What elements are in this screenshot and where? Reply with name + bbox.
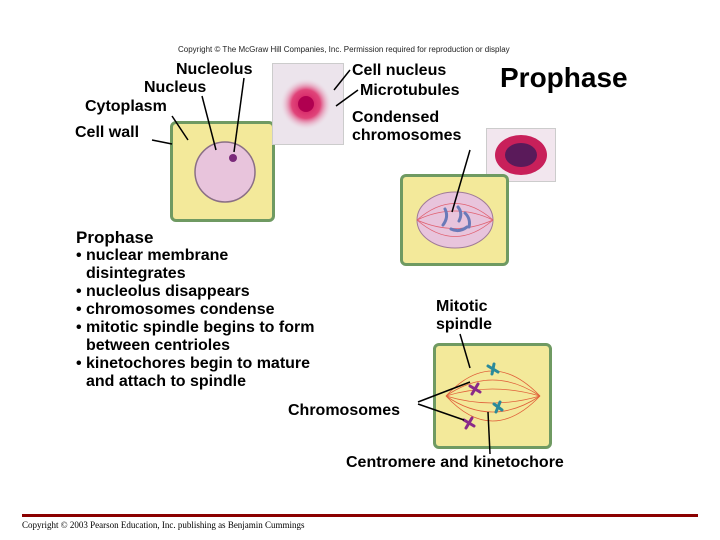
footer-rule xyxy=(22,514,698,517)
micrograph-interphase-image xyxy=(280,78,332,130)
leader-cell-wall xyxy=(151,139,173,145)
label-mitotic: Mitotic xyxy=(436,298,488,315)
summary-heading: Prophase xyxy=(76,228,154,247)
leader-nucleus xyxy=(201,95,217,151)
micrograph-prophase xyxy=(486,128,556,182)
leader-cytoplasm xyxy=(171,115,189,141)
leader-cell-nucleus xyxy=(333,69,351,91)
label-cell-nucleus: Cell nucleus xyxy=(352,62,447,79)
footer-copyright: Copyright © 2003 Pearson Education, Inc.… xyxy=(22,520,305,530)
micrograph-interphase xyxy=(272,63,344,145)
label-cytoplasm: Cytoplasm xyxy=(85,98,167,115)
copyright-notice-top: Copyright © The McGraw Hill Companies, I… xyxy=(178,45,510,54)
summary-item: •chromosomes condense xyxy=(76,301,275,318)
summary-item-continued: and attach to spindle xyxy=(86,373,247,390)
summary-list: •nuclear membrane disintegrates •nucleol… xyxy=(76,247,314,391)
label-centromere-kinetochore: Centromere and kinetochore xyxy=(346,454,564,471)
leader-chromosomes-1 xyxy=(417,381,471,403)
summary-item: •nucleolus disappears xyxy=(76,283,250,300)
micrograph-prophase-image xyxy=(495,135,547,175)
leader-nucleolus xyxy=(233,77,245,153)
summary-item: •nuclear membrane xyxy=(76,247,229,264)
leader-microtubules xyxy=(335,89,359,107)
summary-item-continued: disintegrates xyxy=(86,265,186,282)
nucleus-drawing xyxy=(194,141,256,203)
nucleolus-shape xyxy=(229,154,237,162)
spindle-cell-drawing xyxy=(445,362,541,430)
summary-item: •kinetochores begin to mature xyxy=(76,355,311,372)
nucleus-shape xyxy=(194,141,256,203)
summary-item-continued: between centrioles xyxy=(86,337,231,354)
interphase-cell xyxy=(170,121,275,222)
leader-mitotic-spindle xyxy=(459,333,471,369)
label-chromosomes: Chromosomes xyxy=(288,402,401,419)
label-cell-wall: Cell wall xyxy=(75,124,140,141)
spindle-cell xyxy=(433,343,552,449)
label-microtubules: Microtubules xyxy=(360,82,460,99)
prophase-cell xyxy=(400,174,509,266)
leader-centromere xyxy=(487,411,491,455)
leader-condensed xyxy=(451,149,471,213)
prophase-cell-drawing xyxy=(416,191,494,249)
summary-item: •mitotic spindle begins to form xyxy=(76,319,315,336)
label-condensed: Condensed xyxy=(352,109,440,126)
label-nucleolus: Nucleolus xyxy=(176,61,253,78)
label-spindle: spindle xyxy=(436,316,493,333)
label-nucleus: Nucleus xyxy=(144,79,207,96)
label-chromosomes-condensed: chromosomes xyxy=(352,127,462,144)
slide-title: Prophase xyxy=(500,62,628,93)
leader-chromosomes-2 xyxy=(417,403,465,421)
